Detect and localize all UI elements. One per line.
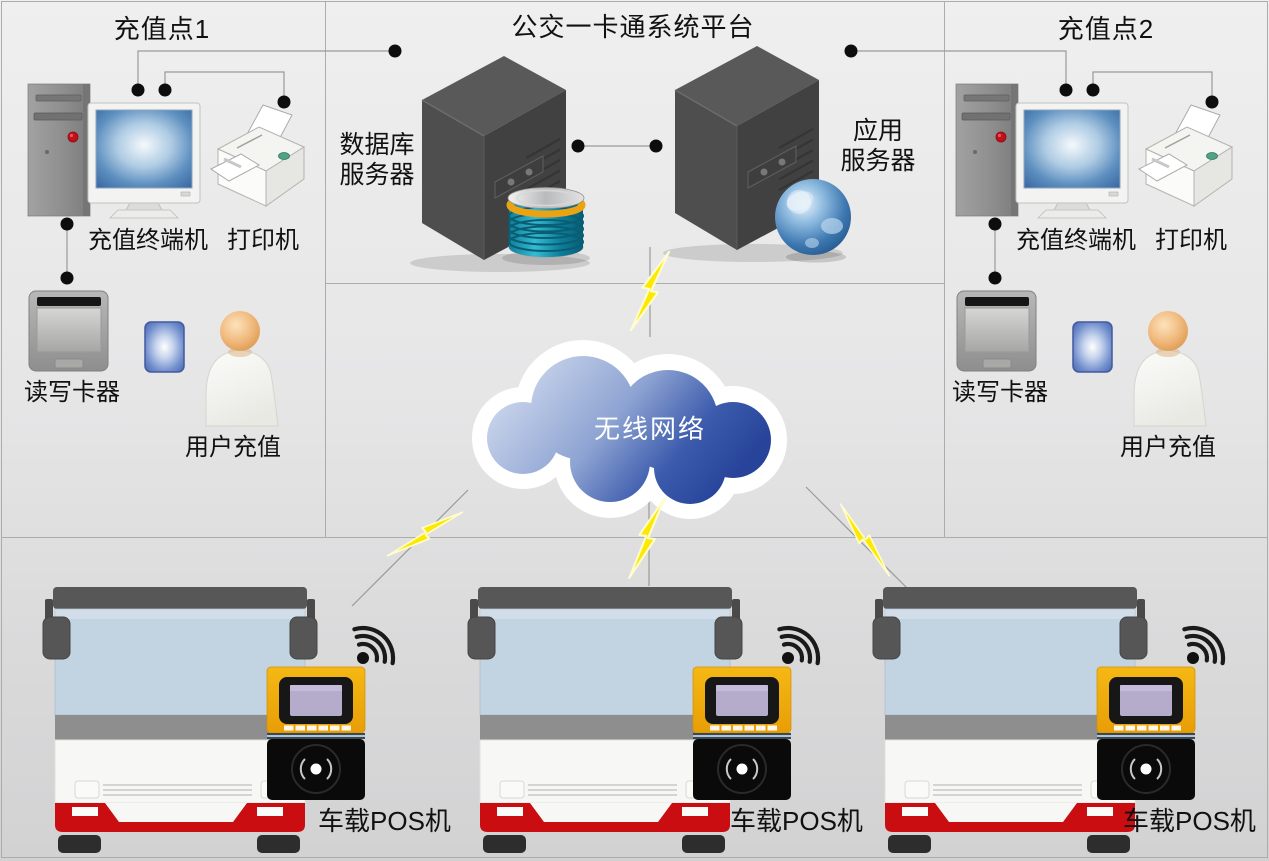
recharge-point-2-title: 充值点2	[1057, 14, 1155, 44]
bus-3-pos-label: 车载POS机	[1123, 806, 1256, 836]
pos-machine-icon	[692, 666, 792, 801]
pos-machine-icon	[1096, 666, 1196, 801]
station-1-card-reader-label: 读写卡器	[24, 379, 120, 406]
station-2-printer-label: 打印机	[1155, 227, 1227, 254]
bus-2-pos-label: 车载POS机	[730, 806, 863, 836]
station-1-user-recharge-label: 用户充值	[185, 434, 281, 461]
station-1-terminal-label: 充值终端机	[88, 227, 208, 254]
station-2-card-reader-label: 读写卡器	[952, 379, 1048, 406]
application-server-label: 应用 服务器	[840, 117, 916, 175]
database-icon	[502, 187, 590, 265]
connection-dots	[60, 44, 1219, 285]
recharge-point-1-title: 充值点1	[113, 14, 211, 44]
connector-lines	[66, 50, 1213, 607]
wireless-cloud	[472, 340, 787, 519]
pos-machine-icon	[266, 666, 366, 801]
station-1-printer-label: 打印机	[227, 227, 299, 254]
wireless-network-label: 无线网络	[593, 414, 707, 444]
globe-icon	[775, 179, 851, 263]
station-2-user-recharge-label: 用户充值	[1120, 434, 1216, 461]
station-2-terminal-label: 充值终端机	[1016, 227, 1136, 254]
platform-title: 公交一卡通系统平台	[511, 12, 755, 42]
bus-1-pos-label: 车载POS机	[318, 806, 451, 836]
database-server-label: 数据库 服务器	[339, 131, 415, 189]
